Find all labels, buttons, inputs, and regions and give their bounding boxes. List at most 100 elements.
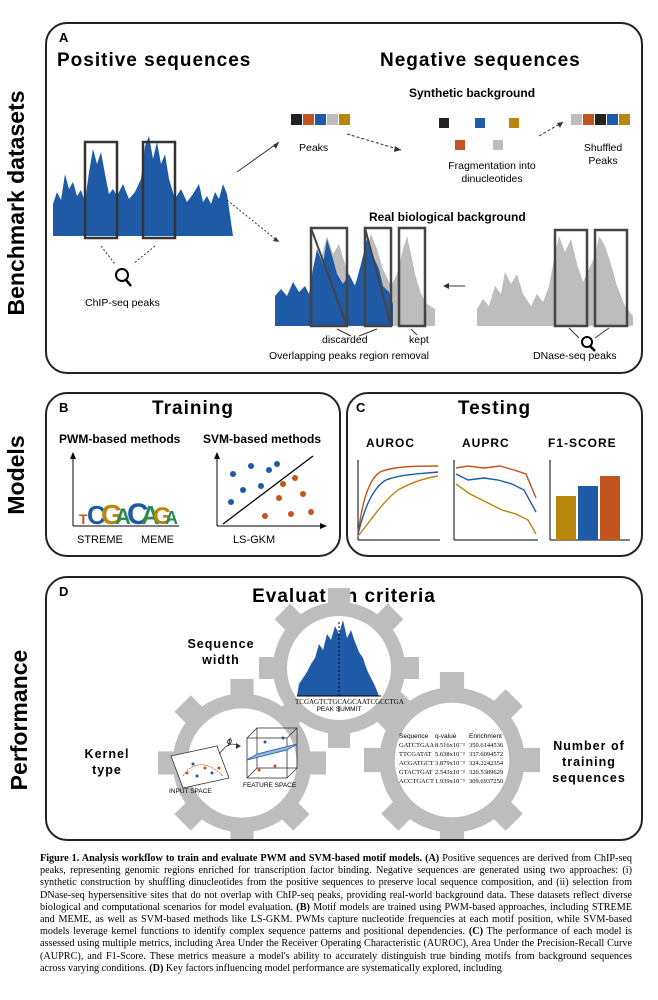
cell: ACGATGCT (399, 760, 434, 767)
caption-d-tag: (D) (149, 962, 164, 974)
svg-text:C: C (127, 498, 149, 531)
panel-a: A Positive sequences Negative sequences … (45, 22, 643, 374)
summit-signal (297, 620, 379, 696)
input-space-label: INPUT SPACE (169, 788, 212, 795)
cell: GTACTGAT (399, 769, 433, 776)
f1-bar-gold (556, 496, 576, 540)
auroc-blue (357, 471, 439, 535)
panel-c-graphics (357, 460, 630, 541)
synthetic-title: Synthetic background (409, 86, 536, 100)
negative-title: Negative sequences (380, 50, 581, 71)
overlap-box-2 (363, 226, 393, 328)
svg-text:A: A (165, 508, 178, 528)
lsgkm-label: LS-GKM (233, 534, 276, 546)
cell: TTCGATAT (399, 751, 432, 758)
svg-text:C: C (87, 500, 106, 530)
chip-label: ChIP-seq peaks (85, 297, 160, 309)
f1-bar-orange (600, 476, 620, 540)
discarded-label: discarded (322, 334, 368, 346)
overlap-box-3 (397, 226, 427, 328)
fragmentation-label: Fragmentation into dinucleotides (448, 160, 536, 185)
panel-a-graphics (53, 114, 633, 352)
f1-label: F1-SCORE (548, 436, 617, 450)
auprc-gold (455, 483, 537, 535)
overlap-box-1 (309, 226, 349, 328)
chip-box-1 (83, 140, 119, 240)
caption-a-text: Positive sequences are derived from ChIP… (40, 853, 632, 913)
overlap-blue-signal (275, 239, 393, 326)
svg-text:G: G (101, 499, 123, 530)
training-title: Training (152, 398, 234, 419)
auroc-label: AUROC (366, 436, 415, 450)
auroc-orange (357, 465, 439, 535)
peak-summit-label: PEAK SUMMIT (316, 706, 362, 713)
num-train-label: Number of training sequences (552, 739, 626, 785)
panel-b-letter: B (59, 400, 69, 415)
cell: 320.5389629 (469, 769, 504, 776)
kernel-type-label: Kernel type (84, 747, 130, 777)
cell: GATCTGAA (399, 742, 435, 749)
caption-lead: Figure 1. Analysis workflow to train and… (40, 853, 423, 864)
panel-c-letter: C (356, 400, 366, 415)
auprc-orange (455, 465, 537, 499)
motif-logo: T C G A C A G A (79, 498, 178, 531)
svg-text:A: A (115, 504, 131, 529)
cell: 3.879x10⁻³ (435, 760, 465, 767)
seq-width-label: Sequence width (187, 637, 255, 667)
cell: 324.2242354 (469, 760, 504, 767)
svm-blue-points (228, 461, 280, 505)
magnifier-icon (115, 268, 132, 287)
svg-text:T: T (79, 511, 88, 527)
caption-b-tag: (B) (296, 901, 310, 913)
auprc-label: AUPRC (462, 436, 510, 450)
caption-c-tag: (C) (468, 926, 483, 938)
panel-d: D Evaluation criteria Sequence width Ker… (45, 576, 643, 841)
side-label-performance: Performance (6, 649, 32, 791)
caption-b-text: Motif models are trained using PWM-based… (40, 901, 633, 938)
auprc-blue (455, 473, 537, 513)
cell: 2.543x10⁻³ (435, 769, 465, 776)
table-row: ACCTGACT 1.939x10⁻³ 309.6937250 (399, 777, 507, 786)
dnase-box-1 (553, 228, 589, 328)
chip-box-2 (141, 140, 177, 240)
meme-label: MEME (141, 534, 174, 546)
auroc-gold (357, 475, 439, 537)
side-label-models: Models (3, 435, 29, 515)
sequence-text: TCGAGTCTGCAGCAATCGCCTGA (295, 698, 404, 706)
shuffled-label: Shuffled Peaks (583, 142, 623, 167)
th-enrichment: Enrichment (469, 733, 502, 740)
side-label-benchmark: Benchmark datasets (3, 90, 29, 316)
testing-title: Testing (457, 398, 532, 419)
peaks-squares (291, 114, 350, 125)
shuffled-squares (571, 114, 630, 125)
peaks-label: Peaks (299, 142, 329, 154)
caption-a-tag: (A) (425, 853, 440, 864)
table-row: TTCGATAT 5.638x10⁻³ 337.6094572 (399, 750, 507, 759)
phi-label: ϕ (227, 736, 233, 746)
cell: ACCTGACT (399, 778, 435, 785)
svg-text:G: G (153, 503, 172, 530)
panel-b-graphics: T C G A C A G A (70, 452, 327, 531)
table-row: ACGATGCT 3.879x10⁻³ 324.2242354 (399, 759, 507, 768)
panel-b: B Training PWM-based methods SVM-based m… (45, 392, 341, 557)
panel-c: C Testing AUROC AUPRC F1-SCORE (346, 392, 643, 557)
dnase-label: DNase-seq peaks (533, 350, 617, 362)
cell: 350.6144536 (469, 742, 504, 749)
svm-title: SVM-based methods (203, 432, 322, 446)
pwm-title: PWM-based methods (59, 432, 181, 446)
positive-title: Positive sequences (57, 50, 252, 71)
th-qvalue: q-value (435, 733, 457, 740)
caption-c-text: The performance of each model is assesse… (40, 926, 632, 974)
cell: 309.6937250 (469, 778, 504, 785)
f1-bar-blue (578, 486, 598, 540)
th-sequence: Sequence (399, 733, 429, 740)
kernel-visual (170, 727, 298, 789)
cell: 5.638x10⁻³ (435, 751, 465, 758)
figure-caption: Figure 1. Analysis workflow to train and… (40, 853, 632, 975)
cell: 337.6094572 (469, 751, 504, 758)
table-row: GTACTGAT 2.543x10⁻³ 320.5389629 (399, 768, 507, 777)
panel-a-letter: A (59, 30, 69, 45)
fragment-squares (439, 118, 519, 150)
panel-d-letter: D (59, 584, 69, 599)
table-row: GATCTGAA 8.516x10⁻³ 350.6144536 (399, 741, 507, 750)
